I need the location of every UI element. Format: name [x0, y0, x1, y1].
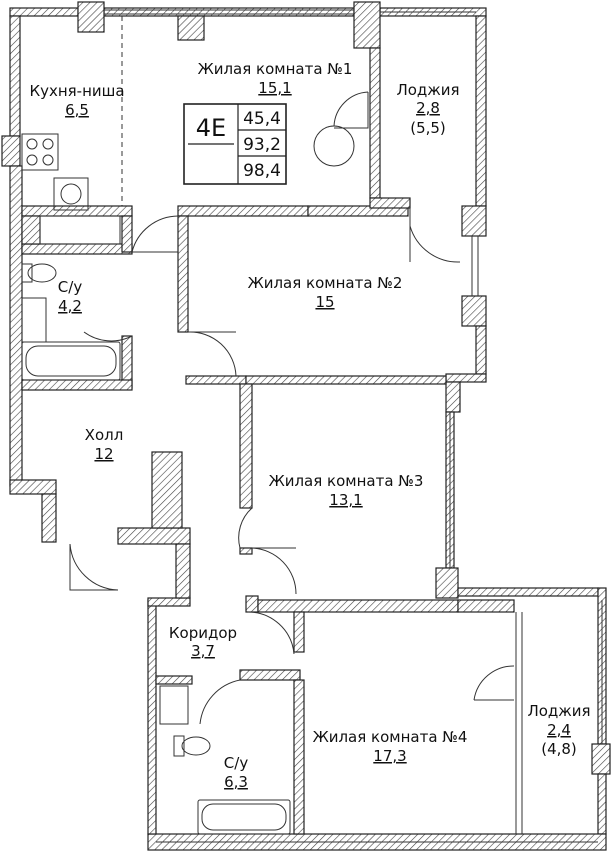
total-with-loggia-value: 98,4 [243, 161, 281, 181]
total-area-value: 93,2 [243, 135, 281, 155]
apartment-info-box: 4Е 45,4 93,2 98,4 [183, 103, 287, 185]
round-fixture [313, 125, 355, 167]
room-name-bath1: С/у [58, 278, 83, 296]
apartment-type: 4Е [196, 114, 226, 142]
door-living2-arc [131, 215, 179, 253]
room-name-loggia2: Лоджия [527, 702, 590, 720]
room-area-corridor: 3,7 [191, 642, 215, 660]
room-name-kitchen: Кухня-ниша [29, 82, 124, 100]
room-area-full-loggia1: (5,5) [410, 119, 446, 137]
living-area-value: 45,4 [243, 109, 281, 129]
fixtures [21, 133, 291, 835]
washbasin-icon [21, 297, 47, 343]
door-loggia1b-arc [333, 91, 369, 127]
door-bath1-arc [83, 331, 133, 342]
room-area-full-loggia2: (4,8) [541, 740, 577, 758]
room-name-living1: Жилая комната №1 [198, 60, 353, 78]
room-area-living3: 13,1 [329, 491, 362, 509]
stove-icon [21, 133, 59, 171]
room-area-loggia1: 2,8 [416, 99, 440, 117]
doors [69, 91, 515, 725]
room-name-living4: Жилая комната №4 [313, 728, 468, 746]
room-area-bath1: 4,2 [58, 297, 82, 315]
room-name-loggia1: Лоджия [396, 81, 459, 99]
bathtub2-icon [197, 799, 291, 835]
room-labels: Кухня-ниша 6,5 Жилая комната №1 15,1 Лод… [29, 60, 590, 791]
room-name-bath2: С/у [224, 754, 249, 772]
room-name-living3: Жилая комната №3 [269, 472, 424, 490]
room-area-loggia2: 2,4 [547, 721, 571, 739]
toilet-icon [27, 263, 57, 283]
room-area-kitchen: 6,5 [65, 101, 89, 119]
room-name-hall: Холл [85, 426, 124, 444]
interior-walls [21, 16, 523, 835]
washbasin2-icon [159, 685, 189, 725]
toilet2-icon [181, 736, 211, 756]
room-name-living2: Жилая комната №2 [248, 274, 403, 292]
room-name-corridor: Коридор [169, 624, 237, 642]
door-living2b-arc [187, 331, 237, 377]
kitchen-sink-icon [53, 177, 89, 211]
room-area-living2: 15 [315, 293, 334, 311]
windows [104, 9, 603, 843]
room-area-bath2: 6,3 [224, 773, 248, 791]
door-loggia1-arc [409, 225, 461, 263]
room-area-hall: 12 [94, 445, 113, 463]
room-area-living1: 15,1 [258, 79, 291, 97]
room-area-living4: 17,3 [373, 747, 406, 765]
bathtub-icon [21, 341, 121, 381]
